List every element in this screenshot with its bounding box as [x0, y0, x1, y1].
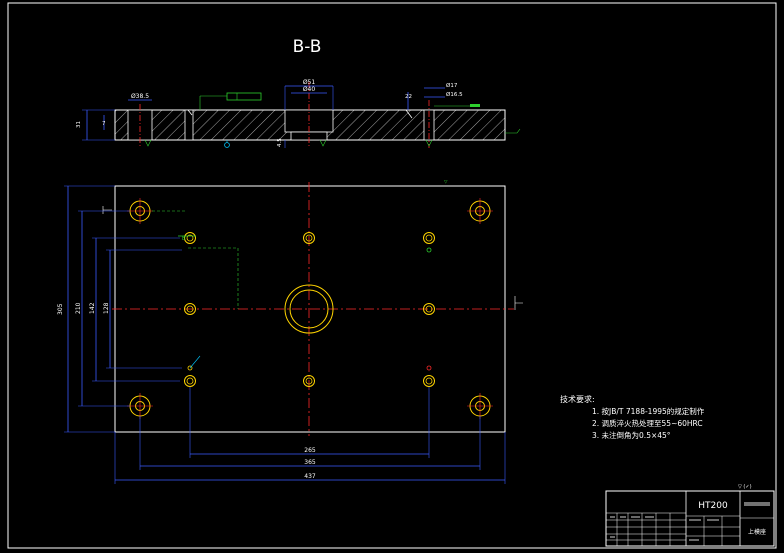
dim-thickness: 31 — [76, 121, 82, 128]
drawing-border — [7, 2, 777, 549]
dim-bore-inner: Ø40 — [303, 86, 316, 93]
tech-item: 3. 未注倒角为0.5×45° — [592, 430, 671, 440]
leader-tag — [470, 104, 480, 107]
section-hole-pin — [184, 109, 194, 141]
pin-hole — [187, 365, 193, 371]
general-roughness: ▽ (✓) — [738, 484, 752, 490]
roughness-mark-1 — [144, 139, 152, 147]
dim-bore-outer: Ø51 — [303, 79, 316, 86]
tech-item: 2. 调质淬火热处理至55~60HRC — [592, 418, 703, 428]
section-view: Ø38.5 Ø51 Ø40 Ø17 Ø16.5 22 31 7 4.5 — [76, 79, 521, 148]
dim-128: 128 — [103, 302, 110, 314]
section-hole-left — [127, 109, 153, 141]
plan-view: B ▽ 305 210 142 128 — [57, 180, 523, 484]
tech-requirements: 技术要求: 1. 按JB/T 7188-1995的规定制作 2. 调质淬火热处理… — [560, 394, 705, 440]
horizontal-dimensions: 265 365 437 — [114, 387, 506, 484]
roughness-label: ▽ — [444, 180, 448, 185]
vertical-dimensions: 305 210 142 128 — [57, 185, 182, 433]
corner-hole — [467, 393, 493, 419]
pin-hole — [426, 247, 432, 253]
dim-365: 365 — [304, 459, 316, 466]
screw-hole — [303, 375, 315, 387]
roughness-mark-3 — [425, 139, 433, 147]
title-block: HT200 上模座 — [605, 490, 775, 547]
section-title: B-B — [293, 37, 322, 57]
dim-hole-dia: Ø38.5 — [131, 93, 149, 100]
dim-142: 142 — [89, 302, 96, 314]
dim-depth: 22 — [405, 94, 412, 100]
dim-thru-hole: Ø16.5 — [446, 91, 463, 98]
dim-step: 4.5 — [277, 138, 283, 147]
screw-hole — [184, 375, 196, 387]
screw-hole — [184, 303, 196, 315]
tolerance-frame — [226, 92, 262, 101]
dim-437: 437 — [304, 473, 316, 480]
center-bore-inner — [289, 289, 329, 329]
part-name: 上模座 — [748, 528, 766, 536]
tech-heading: 技术要求: — [560, 394, 595, 404]
roughness-mark-4 — [505, 128, 521, 134]
corner-hole — [467, 198, 493, 224]
dim-counterbore: Ø17 — [446, 82, 458, 89]
corner-hole — [127, 393, 153, 419]
center-bore-outer — [284, 284, 334, 334]
material: HT200 — [698, 501, 728, 511]
dim-265: 265 — [304, 447, 316, 454]
screw-hole — [184, 232, 196, 244]
section-arrow — [514, 296, 523, 310]
screw-hole — [423, 303, 435, 315]
corner-hole — [127, 198, 153, 224]
dim-305: 305 — [57, 303, 64, 315]
datum-circle — [224, 142, 230, 148]
pin-hole — [426, 365, 432, 371]
dim-hole-depth: 7 — [102, 121, 106, 127]
screw-hole — [423, 232, 435, 244]
label-b: B — [182, 236, 186, 242]
roughness-mark-2 — [319, 139, 327, 147]
dim-210: 210 — [75, 302, 82, 314]
screw-hole — [423, 375, 435, 387]
screw-hole — [303, 232, 315, 244]
tech-item: 1. 按JB/T 7188-1995的规定制作 — [592, 406, 705, 416]
section-arrow — [102, 206, 112, 214]
